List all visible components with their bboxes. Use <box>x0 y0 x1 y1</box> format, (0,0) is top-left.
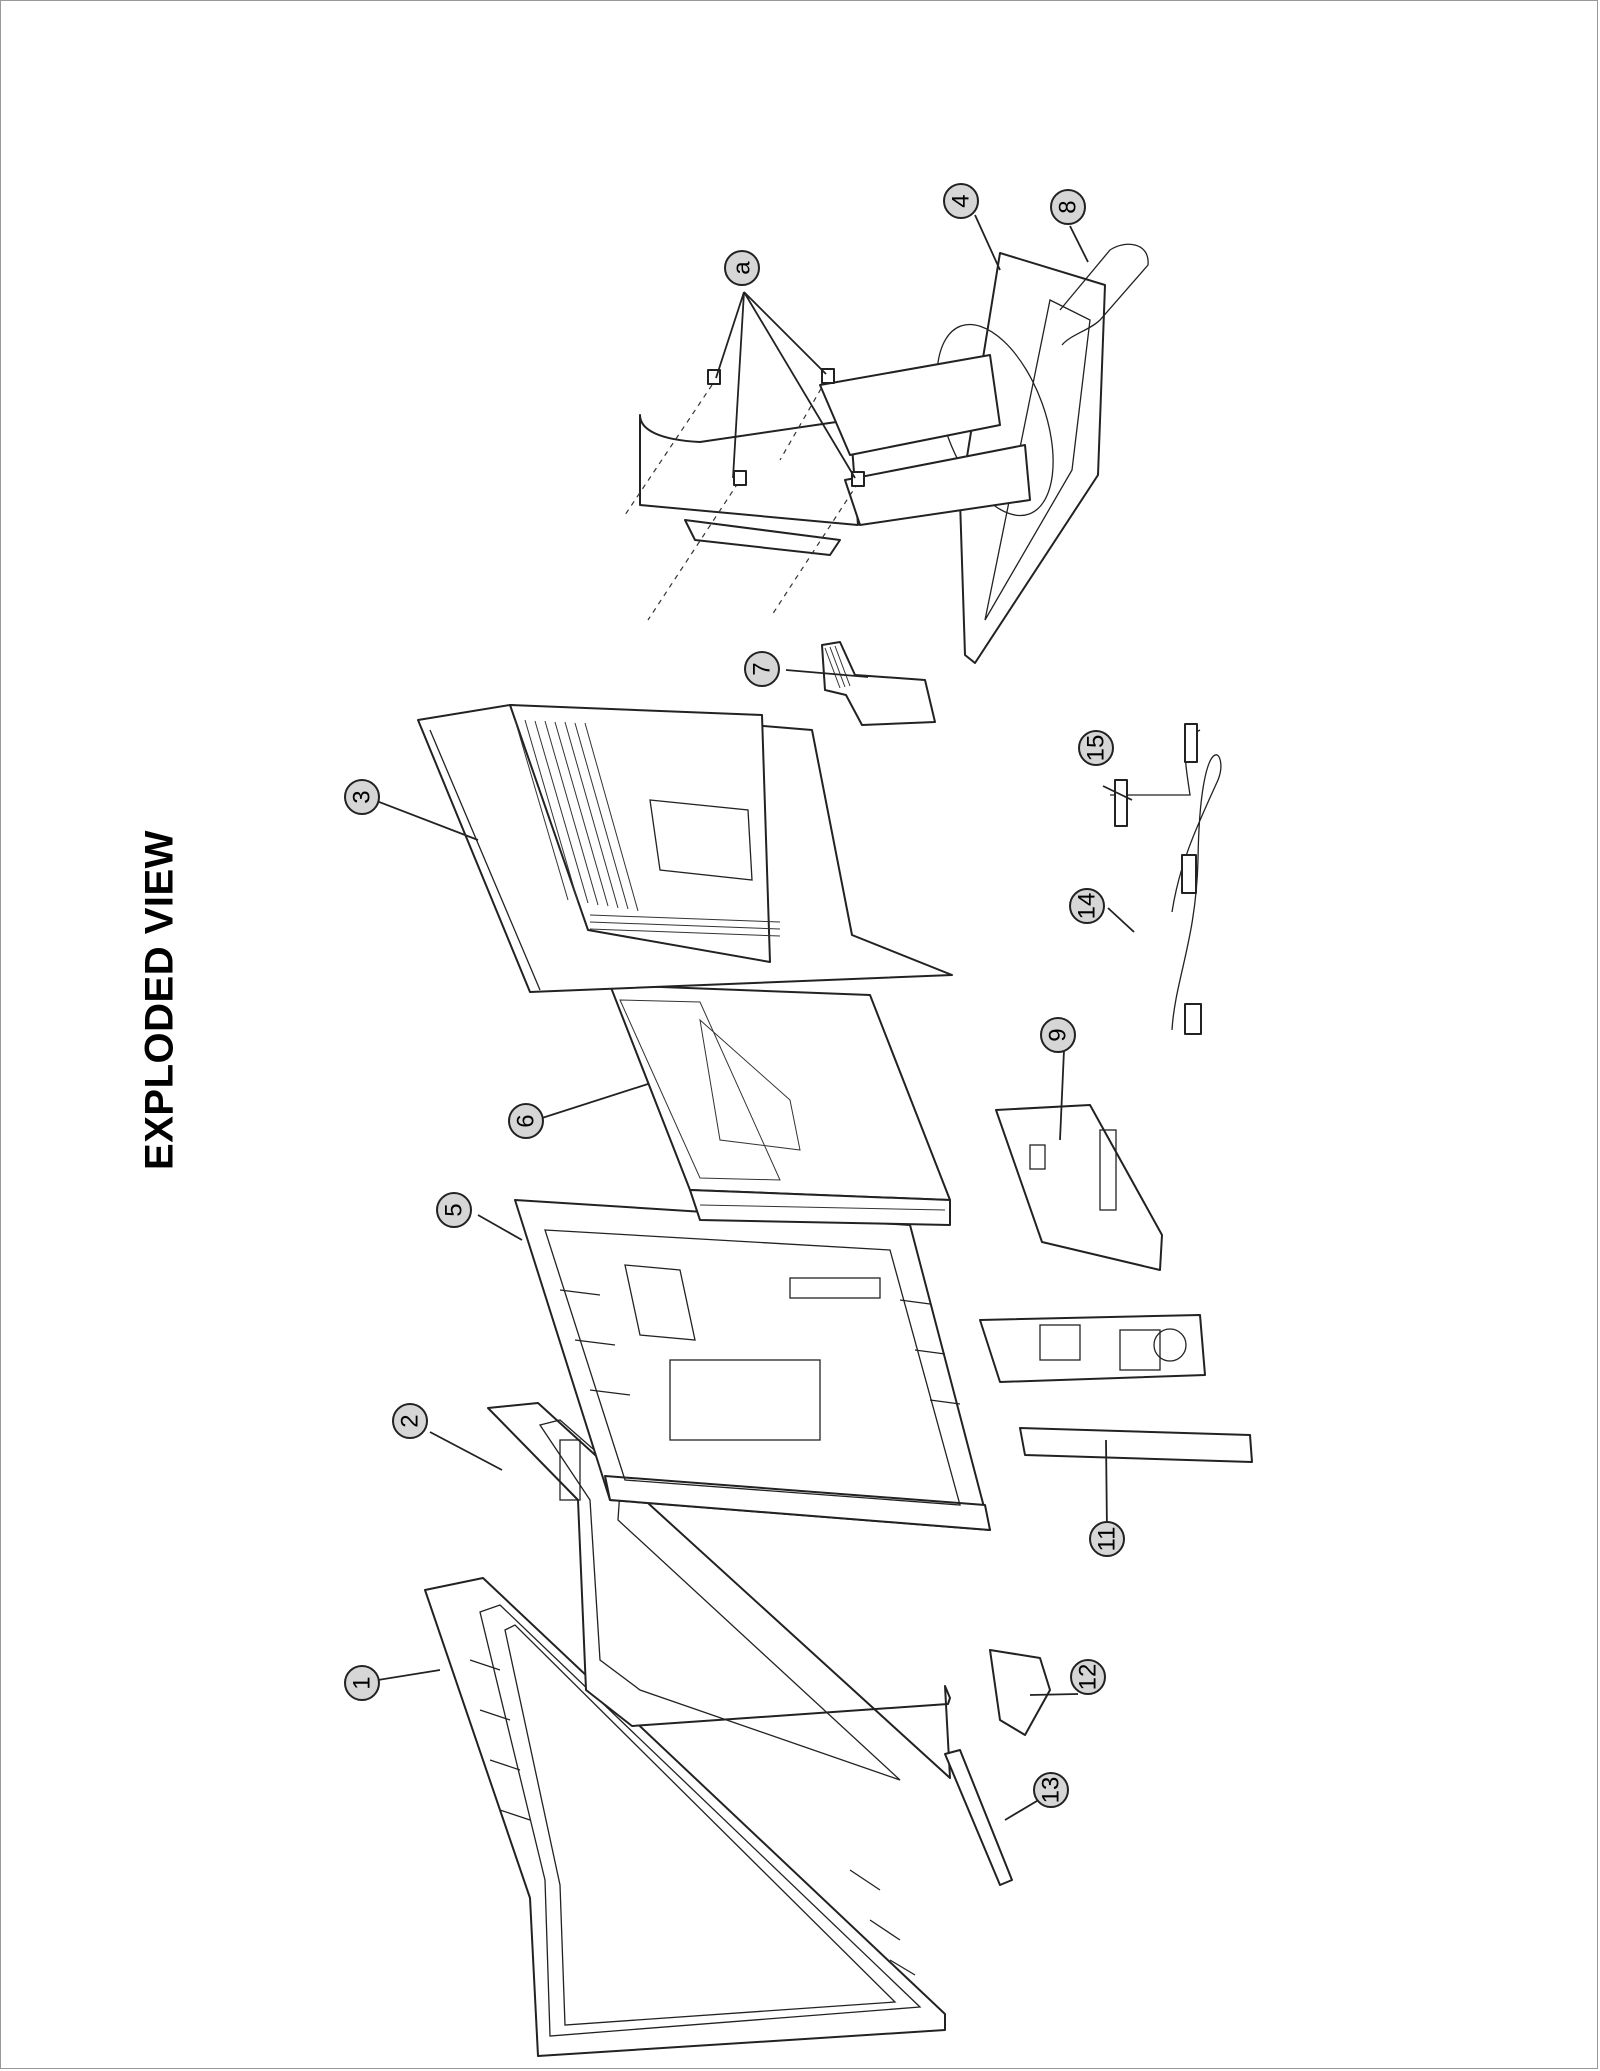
rear-cover <box>417 704 953 993</box>
callout-a: a <box>724 250 760 286</box>
callout-6: 6 <box>508 1103 544 1139</box>
callout-3-label: 3 <box>349 790 376 803</box>
callout-15: 15 <box>1078 730 1114 766</box>
inverter-board <box>1019 1427 1253 1463</box>
callout-12: 12 <box>1070 1659 1106 1695</box>
callout-11-label: 11 <box>1094 1527 1121 1552</box>
stand <box>639 252 1106 664</box>
callout-12-label: 12 <box>1075 1664 1102 1691</box>
signal-cable <box>1171 754 1222 1035</box>
callout-5-label: 5 <box>441 1203 468 1216</box>
callout-4: 4 <box>943 183 979 219</box>
callout-1: 1 <box>344 1665 380 1701</box>
callout-11: 11 <box>1089 1521 1125 1557</box>
control-board <box>989 1649 1051 1736</box>
bracket <box>821 641 936 726</box>
flat-cable <box>1110 723 1201 827</box>
main-board <box>995 1104 1163 1271</box>
control-buttons <box>944 1749 1013 1886</box>
front-bezel <box>424 1577 946 2057</box>
callout-13-label: 13 <box>1038 1777 1065 1804</box>
callout-8-label: 8 <box>1055 200 1082 213</box>
lcd-panel <box>487 1402 951 1781</box>
callout-2-label: 2 <box>397 1414 424 1427</box>
power-board <box>979 1314 1206 1383</box>
callout-6-label: 6 <box>513 1114 540 1127</box>
callout-4-label: 4 <box>948 194 975 207</box>
callout-7: 7 <box>744 651 780 687</box>
callout-14-label: 14 <box>1074 893 1101 920</box>
callout-5: 5 <box>436 1192 472 1228</box>
callout-a-label: a <box>729 261 756 275</box>
callout-14: 14 <box>1069 888 1105 924</box>
shield-case <box>609 984 951 1226</box>
callout-8: 8 <box>1050 189 1086 225</box>
callout-7-label: 7 <box>749 662 776 675</box>
callout-9-label: 9 <box>1045 1028 1072 1041</box>
callout-1-label: 1 <box>349 1676 376 1689</box>
callout-3: 3 <box>344 779 380 815</box>
callout-15-label: 15 <box>1083 735 1110 762</box>
callout-9: 9 <box>1040 1017 1076 1053</box>
callout-13: 13 <box>1033 1772 1069 1808</box>
callout-2: 2 <box>392 1403 428 1439</box>
cable-clip <box>1059 243 1149 346</box>
